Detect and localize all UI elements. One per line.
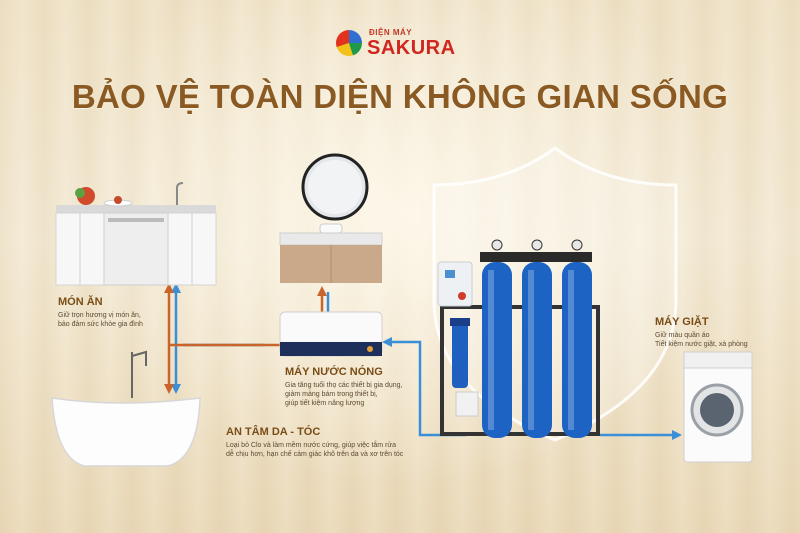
- water-heater: [279, 311, 383, 357]
- water-filter-system: [437, 239, 600, 438]
- section-may-nuoc-nong: MÁY NƯỚC NÓNG Gia tăng tuổi thọ các thiế…: [285, 366, 435, 408]
- logo-mark-icon: [336, 30, 362, 56]
- section-line: Giữ màu quần áo: [655, 332, 710, 339]
- bathtub: [51, 350, 201, 467]
- section-line: giúp tiết kiệm năng lượng: [285, 400, 365, 407]
- page-title: BẢO VỆ TOÀN DIỆN KHÔNG GIAN SỐNG: [71, 78, 729, 115]
- logo-tagline: ĐIỆN MÁY: [369, 28, 413, 37]
- section-mon-an: MÓN ĂN Giữ trọn hương vị món ăn, bảo đảm…: [58, 296, 188, 329]
- bathroom-vanity: [279, 153, 383, 283]
- section-line: dễ chịu hơn, hạn chế cảm giác khô trên d…: [226, 451, 404, 458]
- section-line: bảo đảm sức khỏe gia đình: [58, 321, 143, 328]
- washing-machine: [683, 351, 753, 463]
- section-line: Tiết kiệm nước giặt, xà phòng: [655, 341, 748, 348]
- section-line: giảm mảng bám trong thiết bị,: [285, 391, 378, 398]
- section-an-tam-da-toc: AN TÂM DA - TÓC Loại bỏ Clo và làm mềm n…: [226, 426, 436, 459]
- section-line: Gia tăng tuổi thọ các thiết bị gia dụng,: [285, 382, 403, 389]
- section-heading: MÓN ĂN: [58, 296, 103, 308]
- section-heading: AN TÂM DA - TÓC: [226, 426, 321, 438]
- arrow-icon: [171, 283, 682, 440]
- kitchen-cabinet: [55, 182, 217, 286]
- section-line: Giữ trọn hương vị món ăn,: [58, 312, 141, 319]
- brand-logo: ĐIỆN MÁY SAKURA: [336, 28, 466, 62]
- section-may-giat: MÁY GIẶT Giữ màu quần áo Tiết kiệm nước …: [655, 316, 785, 349]
- section-heading: MÁY GIẶT: [655, 316, 709, 328]
- logo-brand-name: SAKURA: [367, 37, 456, 59]
- section-line: Loại bỏ Clo và làm mềm nước cứng, giúp v…: [226, 442, 396, 449]
- section-heading: MÁY NƯỚC NÓNG: [285, 366, 383, 378]
